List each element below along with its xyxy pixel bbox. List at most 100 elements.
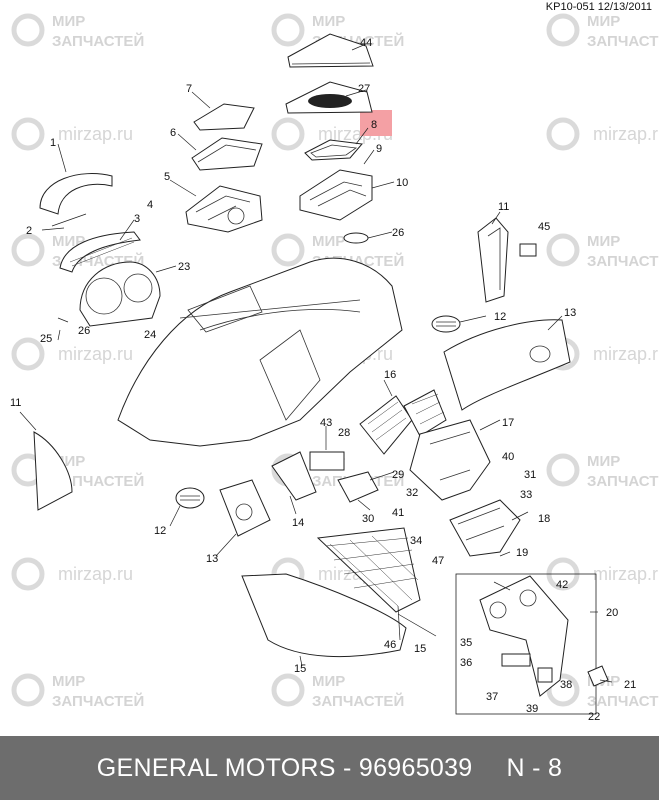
part-12-vent-right[interactable] (431, 315, 461, 333)
svg-text:mirzap.ru: mirzap.ru (58, 124, 133, 144)
callout-15-right: 15 (414, 643, 426, 655)
svg-text:ЗАПЧАСТЕЙ: ЗАПЧАСТЕЙ (312, 692, 404, 710)
callout-32: 32 (406, 487, 418, 499)
part-44-cover[interactable] (287, 33, 374, 68)
svg-text:mirzap.ru: mirzap.ru (593, 124, 659, 144)
callout-labels: 44 27 8 9 10 7 6 5 4 1 2 3 23 26 11 45 1… (10, 37, 636, 723)
part-20-frame[interactable] (455, 573, 597, 715)
part-dashboard[interactable] (117, 257, 403, 447)
callout-12-left: 12 (154, 525, 166, 537)
part-11-side-panel-right[interactable] (477, 217, 509, 303)
part-13-trim-left[interactable] (219, 479, 271, 537)
part-9-10-housing[interactable] (299, 169, 373, 221)
callout-7: 7 (186, 83, 192, 95)
callout-46: 46 (384, 639, 396, 651)
callout-43: 43 (320, 417, 332, 429)
callout-45: 45 (538, 221, 550, 233)
callout-4: 4 (147, 199, 153, 211)
callout-33: 33 (520, 489, 532, 501)
part-36-37-switches[interactable] (501, 653, 553, 683)
callout-34: 34 (410, 535, 422, 547)
callout-30: 30 (362, 513, 374, 525)
svg-text:МИР: МИР (52, 673, 85, 690)
callout-23: 23 (178, 261, 190, 273)
part-5-display-housing[interactable] (185, 185, 263, 233)
part-15-lower-panel[interactable] (241, 573, 407, 658)
callout-31: 31 (524, 469, 536, 481)
part-18-bezel[interactable] (449, 499, 521, 557)
part-13-glovebox-right[interactable] (443, 319, 571, 411)
callout-29: 29 (392, 469, 404, 481)
svg-text:МИР: МИР (312, 13, 345, 30)
part-45-switch[interactable] (519, 243, 537, 257)
part-21-22-clips[interactable] (587, 665, 609, 687)
callout-27: 27 (358, 83, 370, 95)
part-12-vent-left[interactable] (175, 487, 205, 509)
parts-diagram: МИР ЗАПЧАСТЕЙ МИР ЗАПЧАСТЕЙ МИР ЗАПЧАСТЕЙ МИР З… (10, 1, 659, 723)
part-6-lens[interactable] (191, 137, 263, 171)
part-11-side-panel-left[interactable] (33, 431, 73, 511)
part-3-bezel[interactable] (59, 231, 141, 273)
callout-17: 17 (502, 417, 514, 429)
callout-26-left: 26 (78, 325, 90, 337)
watermark-url: mirzap.ru (11, 337, 133, 371)
part-7-lens[interactable] (193, 103, 255, 131)
callout-42: 42 (556, 579, 568, 591)
callout-15-bottom: 15 (294, 663, 306, 675)
callout-16: 16 (384, 369, 396, 381)
callout-28: 28 (338, 427, 350, 439)
svg-text:mirzap.ru: mirzap.ru (593, 344, 659, 364)
callout-35: 35 (460, 637, 472, 649)
callout-22: 22 (588, 711, 600, 723)
callout-47: 47 (432, 555, 444, 567)
callout-12-right: 12 (494, 311, 506, 323)
svg-text:МИР: МИР (587, 233, 620, 250)
part-26-top-vent[interactable] (343, 232, 369, 244)
svg-text:ЗАПЧАСТЕЙ: ЗАПЧАСТЕЙ (52, 472, 144, 490)
svg-text:ЗАПЧАСТЕЙ: ЗАПЧАСТЕЙ (52, 692, 144, 710)
callout-21: 21 (624, 679, 636, 691)
callout-3: 3 (134, 213, 140, 225)
callout-11-right: 11 (498, 201, 509, 213)
callout-41: 41 (392, 507, 404, 519)
callout-40: 40 (502, 451, 514, 463)
callout-6: 6 (170, 127, 176, 139)
svg-text:ЗАПЧАСТЕЙ: ЗАПЧАСТЕЙ (587, 692, 659, 710)
callout-18: 18 (538, 513, 550, 525)
part-43-module[interactable] (309, 451, 345, 471)
svg-text:mirzap.ru: mirzap.ru (58, 564, 133, 584)
part-16-vents[interactable] (359, 389, 447, 455)
callout-36: 36 (460, 657, 472, 669)
callout-20: 20 (606, 607, 618, 619)
leader-lines (19, 43, 613, 683)
callout-13-right: 13 (564, 307, 576, 319)
callout-8: 8 (371, 119, 377, 131)
callout-19: 19 (516, 547, 528, 559)
part-8-seal[interactable] (304, 139, 363, 161)
part-15-insulator[interactable] (316, 527, 421, 613)
svg-text:МИР: МИР (312, 673, 345, 690)
part-17-center-trim[interactable] (409, 419, 491, 501)
part-1-visor[interactable] (39, 173, 113, 215)
part-27-cover[interactable] (285, 81, 373, 114)
svg-text:ЗАПЧАСТЕЙ: ЗАПЧАСТЕЙ (587, 32, 659, 50)
part-14-duct[interactable] (271, 451, 317, 501)
callout-37: 37 (486, 691, 498, 703)
svg-text:ЗАПЧАСТЕЙ: ЗАПЧАСТЕЙ (587, 472, 659, 490)
document-reference: KP10-051 12/13/2011 (546, 1, 652, 13)
part-29-30-bracket[interactable] (337, 471, 379, 503)
callout-9: 9 (376, 143, 382, 155)
part-23-cluster[interactable] (79, 261, 161, 327)
watermark-url: mirzap.ru (11, 117, 133, 151)
callout-39: 39 (526, 703, 538, 715)
page-reference: N - 8 (506, 753, 563, 782)
watermark-brand: МИР ЗАПЧАСТЕЙ (11, 673, 144, 710)
callout-26-top: 26 (392, 227, 404, 239)
callout-1: 1 (50, 137, 56, 149)
callout-44: 44 (360, 37, 372, 49)
